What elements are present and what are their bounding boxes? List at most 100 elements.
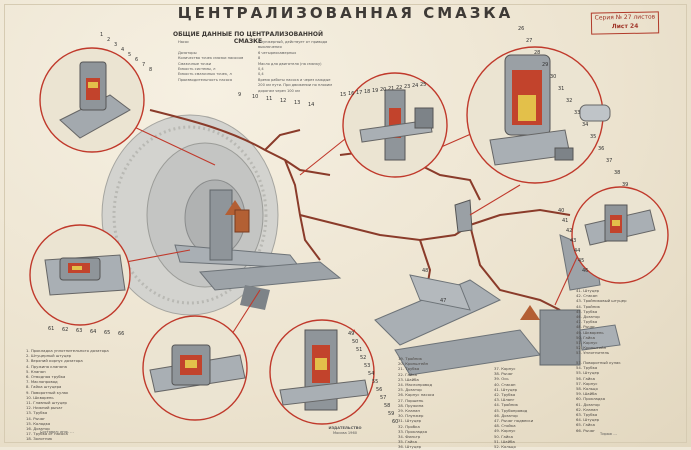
spec-value: 0,4 <box>258 72 264 77</box>
callout-number: 36 <box>598 146 604 152</box>
spec-param: Производительность насоса <box>178 77 233 82</box>
legend-item: 31. Штуцер <box>398 418 422 424</box>
legend-item: 41. Штуцер <box>494 386 518 392</box>
footer-left: Составил: инж. ... <box>40 430 74 434</box>
callout-number: 42 <box>566 228 572 234</box>
legend-item: 1. Прокладка уплотнительного дозатора <box>26 348 109 353</box>
callout-number: 10 <box>252 94 258 100</box>
legend-item: 8. Гайка штуцера <box>26 384 62 390</box>
callout-number: 11 <box>266 96 272 102</box>
callout-number: 49 <box>348 331 354 337</box>
spec-param: Емкость системы, л <box>178 67 216 72</box>
legend-item: 7. Маслопровод <box>26 379 58 385</box>
legend-item: 53. Поворотный кулак <box>576 360 621 365</box>
legend-item: 36. Штуцер <box>398 444 422 450</box>
legend-item: 54. Трубка <box>576 365 598 371</box>
legend-item: 43. Тройниковый штуцер <box>576 298 627 304</box>
callout-number: 21 <box>388 86 394 92</box>
callout-number: 60 <box>392 419 398 425</box>
legend-item: 10. Шкворень <box>26 394 54 400</box>
legend-item: 58. Кольцо <box>576 386 598 392</box>
spec-row: Насос Плунжерный, действует от привода вы… <box>178 40 338 51</box>
detail-circle-bottom-left <box>142 315 248 421</box>
detail-circle-pump <box>466 46 611 184</box>
legend-item: 30. Плунжер <box>398 413 424 419</box>
spec-param: Насос <box>178 40 190 44</box>
callout-number: 50 <box>352 339 358 345</box>
callout-number: 55 <box>372 379 378 385</box>
detail-circle-top-center <box>342 72 448 178</box>
legend-item: 63. Трубка <box>576 412 598 418</box>
legend-item: 45. Трубка <box>576 308 598 314</box>
legend-item: 18. Золотник <box>26 436 53 442</box>
callout-number: 45 <box>578 258 584 264</box>
legend-item: 57. Корпус <box>576 380 598 386</box>
legend-item: 47. Рычаг подвески <box>494 418 534 424</box>
legend-item: 52. Кронштейн <box>576 345 607 351</box>
legend-item: 22. Гайка <box>398 371 417 377</box>
callout-number: 44 <box>574 248 580 254</box>
legend-item: 15. Колодка <box>26 420 51 426</box>
legend-item: 40. Стакан <box>494 381 516 387</box>
legend-item: 65. Гайка <box>576 422 595 428</box>
legend-item: 50. Гайка <box>576 334 595 340</box>
callout-number: 56 <box>376 387 382 393</box>
spec-value: Время работы насоса и через каждые 200 к… <box>258 77 332 93</box>
callout-number: 58 <box>384 403 390 409</box>
legend-item: 37. Корпус <box>494 366 516 371</box>
callout-number: 61 <box>48 326 54 332</box>
callout-number: 34 <box>582 122 588 128</box>
callout-number: 23 <box>404 84 410 90</box>
legend-item: 13. Трубка <box>26 410 48 416</box>
legend-item: 4. Пружина клапана <box>26 363 67 369</box>
legend-item: 62. Клапан <box>576 406 598 412</box>
callout-number: 53 <box>364 363 370 369</box>
footer-city: Москва 1960 <box>332 430 358 435</box>
callout-number: 38 <box>614 170 620 176</box>
poster-border <box>4 4 687 443</box>
callout-number: 35 <box>590 134 596 140</box>
callout-number: 26 <box>518 26 524 32</box>
legend-item: 39. Ось <box>494 376 509 382</box>
legend-item: 20. Кронштейн <box>398 361 429 367</box>
callout-number: 39 <box>622 182 628 188</box>
legend-item: 26. Корпус насоса <box>398 392 435 398</box>
legend-item: 14. Рычаг <box>26 415 46 421</box>
legend-item: 47. Трубка <box>576 319 598 325</box>
legend-item: 11. Главный штуцер <box>26 400 67 406</box>
legend-item: 49. Корпус <box>494 428 516 434</box>
detail-circle-bottom-center <box>269 319 375 425</box>
legend-item: 3. Верхний корпус дозатора <box>26 358 83 364</box>
callout-number: 29 <box>542 62 548 68</box>
legend-item: 19. Тройник <box>398 356 423 361</box>
callout-number: 47 <box>440 298 446 304</box>
callout-number: 46 <box>582 268 588 274</box>
callout-number: 63 <box>76 328 82 334</box>
callout-number: 48 <box>422 268 428 274</box>
spec-value: Плунжерный, действует от привода выключе… <box>258 40 328 50</box>
callout-number: 16 <box>348 91 354 97</box>
callout-number: 8 <box>149 67 152 73</box>
callout-number: 57 <box>380 395 386 401</box>
callout-number: 15 <box>340 92 346 98</box>
legend-item: 28. Пружина <box>398 402 424 408</box>
legend-item: 42. Стакан <box>576 293 598 299</box>
callout-number: 33 <box>574 110 580 116</box>
legend-item: 46. Дозатор <box>576 314 600 320</box>
legend-item: 23. Шайба <box>398 376 419 382</box>
legend-item: 6. Отводная трубка <box>26 374 66 380</box>
callout-number: 51 <box>356 347 362 353</box>
callout-number: 43 <box>570 238 576 244</box>
legend-item: 49. Шкворень <box>576 329 604 335</box>
legend-item: 35. Гайка <box>398 439 417 445</box>
callout-number: 12 <box>280 98 286 104</box>
callout-number: 18 <box>364 89 370 95</box>
legend-item: 56. Гайка <box>576 375 595 381</box>
legend-item: 41. Штуцер <box>576 288 600 293</box>
